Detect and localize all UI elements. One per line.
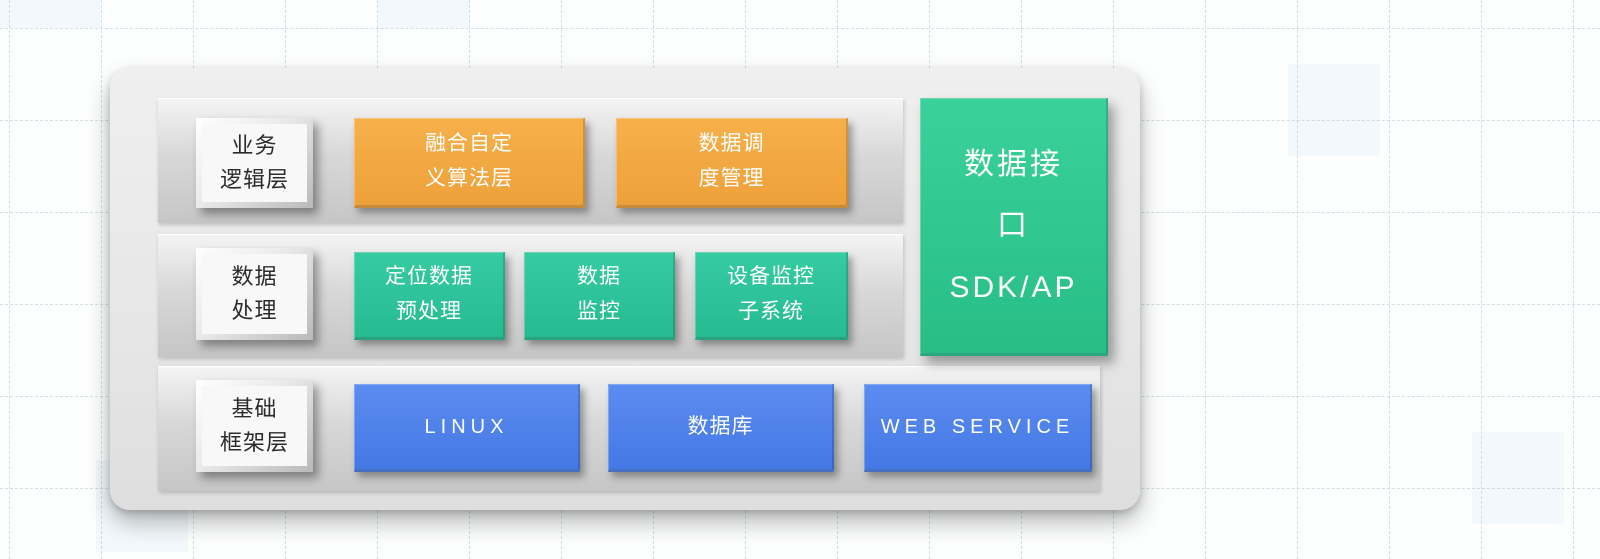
layer-label-text: 业务 逻辑层 [202,124,307,202]
box-device-monitoring-subsystem: 设备监控 子系统 [695,252,848,340]
box-database: 数据库 [608,384,834,472]
box-linux: LINUX [354,384,580,472]
architecture-panel: 业务 逻辑层 数据 处理 基础 框架层 融合自定 义算法层 数据调 度管理 定位… [110,68,1140,510]
box-label: LINUX [424,415,509,438]
box-label: 设备监控 子系统 [727,265,815,323]
box-label: 数据调 度管理 [698,132,765,190]
grid-tint-cell [1472,432,1564,524]
box-data-interface-sdk: 数据接 口 SDK/AP [920,98,1108,356]
grid-tint-cell [0,0,100,28]
box-label: 融合自定 义算法层 [425,132,513,190]
box-label: 数据接 口 SDK/AP [949,147,1078,304]
grid-tint-cell [378,0,470,28]
layer-label-box-data-processing: 数据 处理 [196,248,313,340]
layer-label-text: 数据 处理 [202,254,307,334]
box-data-scheduling-management: 数据调 度管理 [616,118,848,208]
box-label: 定位数据 预处理 [385,265,473,323]
box-fusion-custom-algorithm: 融合自定 义算法层 [354,118,585,208]
box-web-service: WEB SERVICE [864,384,1092,472]
box-label: 数据 监控 [577,265,621,323]
box-data-monitoring: 数据 监控 [524,252,675,340]
grid-tint-cell [1288,64,1380,156]
layer-label-box-base-framework: 基础 框架层 [196,380,313,472]
box-label: 数据库 [687,414,754,438]
layer-label-box-business-logic: 业务 逻辑层 [196,118,313,208]
box-label: WEB SERVICE [880,415,1075,438]
layer-label-text: 基础 框架层 [202,386,307,466]
box-positioning-data-preprocess: 定位数据 预处理 [354,252,505,340]
